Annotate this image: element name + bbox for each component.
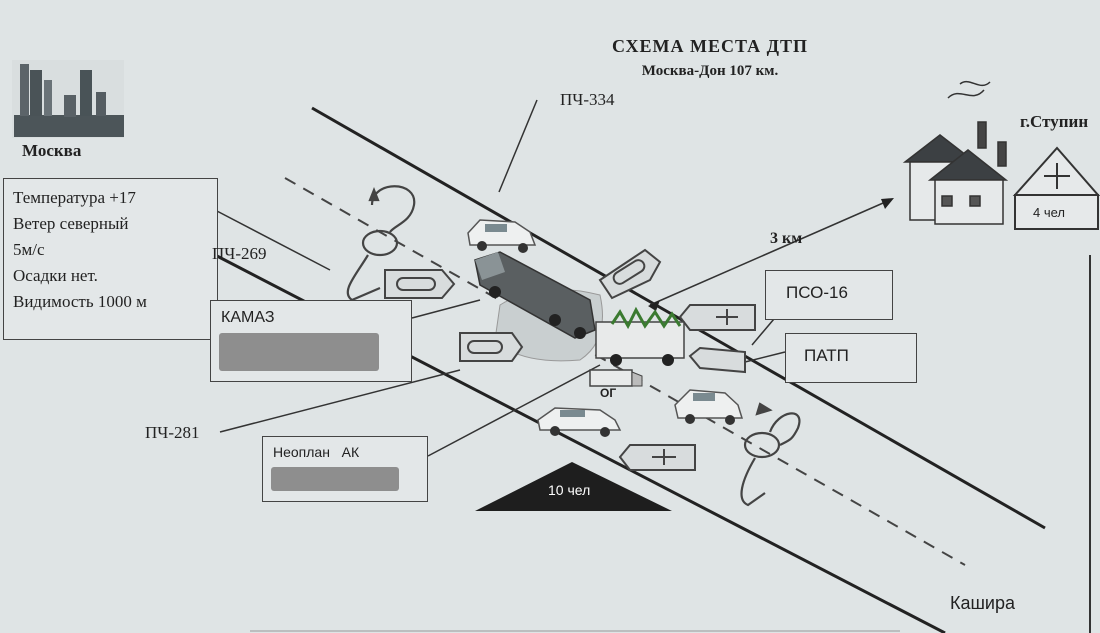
pch269-pointer [214, 209, 331, 271]
pch269-label: ПЧ-269 [212, 244, 267, 263]
patp-box: ПАТП [785, 333, 917, 383]
sign-left-lower [459, 332, 524, 362]
weather-conditions-box: Температура +17 Ветер северный 5м/с Осад… [3, 178, 218, 340]
sign-arrow-right-road [688, 346, 746, 374]
pch334-pointer [498, 99, 538, 193]
patp-label: ПАТП [804, 346, 849, 365]
stupino-label: г.Ступин [1020, 112, 1089, 131]
weather-visibility: Видимость 1000 м [13, 292, 147, 311]
neoplan-pointer [427, 364, 601, 457]
kamaz-label: КАМАЗ [221, 309, 275, 326]
distance-arrow-head-end [881, 198, 894, 209]
police-car-lower [537, 407, 622, 437]
hospital-count: 4 чел [1033, 205, 1065, 220]
stupino-houses-icon [902, 80, 1009, 225]
bus-vehicle [595, 306, 685, 366]
neoplan-redacted-plate [271, 467, 399, 491]
road-edge-top [311, 106, 1046, 530]
hospital-house-icon [1012, 146, 1100, 230]
turn-marker-left [346, 185, 416, 302]
victims-triangle [475, 462, 672, 511]
sign-medical-right [678, 304, 756, 331]
og-label: ОГ [600, 386, 617, 400]
weather-wind: Ветер северный [13, 214, 129, 233]
police-car-top [467, 219, 537, 253]
distance-arrow [649, 199, 891, 306]
distance-arrow-head-start [648, 300, 660, 311]
kamaz-redacted-plate [219, 333, 379, 371]
moscow-label: Москва [22, 141, 82, 160]
weather-precipitation: Осадки нет. [13, 266, 98, 285]
sign-top-road [598, 248, 662, 300]
sign-medical-bottom [618, 444, 696, 471]
diagram-subtitle: Москва-Дон 107 км. [641, 63, 779, 79]
kamaz-pointer [411, 299, 481, 319]
diagram-title: СХЕМА МЕСТА ДТП [611, 36, 809, 56]
kamaz-box: КАМАЗ [210, 300, 412, 382]
pch334-label: ПЧ-334 [560, 90, 615, 109]
weather-wind-speed: 5м/с [13, 240, 45, 259]
police-car-right [674, 389, 744, 425]
sign-left-upper [384, 269, 456, 299]
pso-box: ПСО-16 [765, 270, 893, 320]
kamaz-truck [474, 251, 596, 339]
pch281-pointer [219, 369, 461, 433]
pso-label: ПСО-16 [786, 283, 848, 302]
neoplan-label: Неоплан АК [273, 444, 360, 460]
pch281-label: ПЧ-281 [145, 423, 200, 442]
moscow-city-icon [12, 60, 124, 138]
patp-pointer [744, 351, 786, 363]
neoplan-box: Неоплан АК [262, 436, 428, 502]
weather-temperature: Температура +17 [13, 188, 136, 207]
ambulance-og-vehicle [589, 369, 643, 387]
distance-label: 3 км [770, 230, 803, 247]
victims-count: 10 чел [548, 482, 591, 498]
kashira-label: Кашира [950, 593, 1016, 613]
turn-marker-right [740, 402, 801, 507]
road-center-line [284, 177, 966, 566]
